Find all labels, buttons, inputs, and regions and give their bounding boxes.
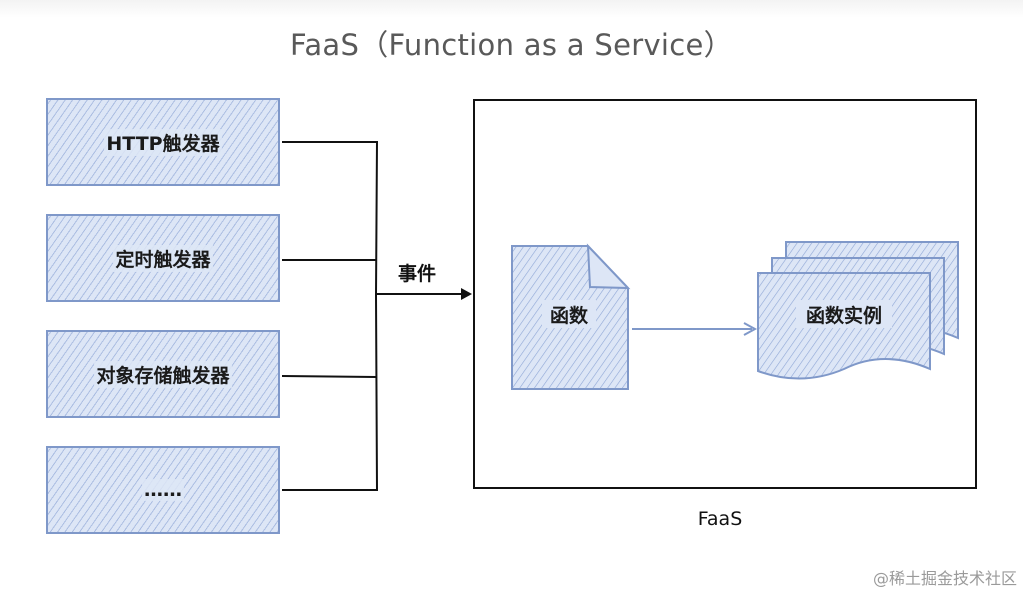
trigger-box-http: HTTP触发器 [46, 98, 280, 186]
instance-label-bg [796, 300, 892, 328]
instance-label: 函数实例 [806, 304, 882, 327]
function-document-icon: 函数 [511, 243, 631, 390]
function-to-instance-arrow [632, 322, 758, 336]
faas-container-label: FaaS [697, 508, 743, 530]
trigger-box-timer: 定时触发器 [46, 214, 280, 302]
trigger-box-object-storage: 对象存储触发器 [46, 330, 280, 418]
trigger-label: …… [142, 479, 184, 501]
function-instances-stack-icon: 函数实例 [757, 241, 959, 380]
function-label: 函数 [550, 304, 589, 327]
trigger-label: 定时触发器 [113, 244, 213, 272]
trigger-label: HTTP触发器 [104, 128, 222, 156]
diagram-title: FaaS（Function as a Service） [290, 28, 733, 62]
connector-line [281, 375, 377, 378]
watermark: @稀土掘金技术社区 [872, 569, 1017, 588]
event-arrowhead [461, 288, 472, 300]
faas-container [473, 99, 977, 489]
trigger-label: 对象存储触发器 [94, 360, 232, 388]
trigger-connectors [281, 140, 462, 492]
connector-trunk [374, 140, 378, 492]
event-label: 事件 [398, 263, 437, 285]
trigger-box-more: …… [46, 446, 280, 534]
top-fade [0, 0, 1023, 18]
function-label-bg [542, 300, 596, 328]
